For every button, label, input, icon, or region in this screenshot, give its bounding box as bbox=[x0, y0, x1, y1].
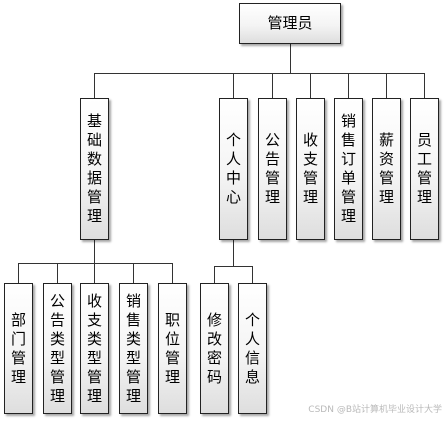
node-department-management: 部门管理 bbox=[4, 283, 33, 414]
connector bbox=[310, 73, 311, 98]
connector bbox=[233, 240, 234, 266]
node-label: 员工管理 bbox=[416, 131, 432, 206]
watermark: CSDN @B站计算机毕业设计大学 bbox=[308, 405, 442, 415]
connector bbox=[252, 266, 253, 283]
connector bbox=[348, 73, 349, 98]
node-label: 职位管理 bbox=[164, 310, 180, 386]
connector bbox=[18, 263, 19, 283]
node-salary-management: 薪资管理 bbox=[372, 98, 401, 240]
node-change-password: 修改密码 bbox=[200, 283, 229, 414]
node-label: 薪资管理 bbox=[378, 131, 394, 206]
connector bbox=[94, 263, 95, 283]
node-label: 销售订单管理 bbox=[340, 112, 356, 225]
connector bbox=[290, 44, 291, 73]
node-label: 管理员 bbox=[267, 14, 313, 32]
node-label: 销售类型管理 bbox=[125, 291, 141, 405]
connector bbox=[94, 73, 424, 74]
node-label: 公告管理 bbox=[264, 131, 280, 206]
node-sales-type-management: 销售类型管理 bbox=[119, 283, 148, 414]
node-label: 公告类型管理 bbox=[49, 291, 65, 405]
node-label: 基础数据管理 bbox=[86, 112, 102, 225]
node-personal-info: 个人信息 bbox=[238, 283, 267, 414]
connector bbox=[57, 263, 58, 283]
node-label: 个人中心 bbox=[225, 131, 241, 206]
node-position-management: 职位管理 bbox=[158, 283, 187, 414]
connector bbox=[424, 73, 425, 98]
node-basic-data-management: 基础数据管理 bbox=[80, 98, 109, 240]
connector bbox=[133, 263, 134, 283]
connector bbox=[386, 73, 387, 98]
connector bbox=[214, 266, 215, 283]
node-root-admin: 管理员 bbox=[239, 3, 341, 44]
node-announcement-management: 公告管理 bbox=[258, 98, 287, 240]
node-label: 修改密码 bbox=[206, 310, 222, 386]
node-finance-type-management: 收支类型管理 bbox=[80, 283, 109, 414]
node-employee-management: 员工管理 bbox=[410, 98, 439, 240]
connector bbox=[172, 263, 173, 283]
node-label: 个人信息 bbox=[244, 310, 260, 386]
connector bbox=[272, 73, 273, 98]
node-sales-order-management: 销售订单管理 bbox=[334, 98, 363, 240]
node-label: 部门管理 bbox=[10, 310, 26, 386]
node-notice-type-management: 公告类型管理 bbox=[43, 283, 72, 414]
connector bbox=[94, 240, 95, 263]
connector bbox=[18, 263, 172, 264]
node-label: 收支管理 bbox=[302, 131, 318, 206]
node-finance-management: 收支管理 bbox=[296, 98, 325, 240]
node-label: 收支类型管理 bbox=[86, 291, 102, 405]
node-personal-center: 个人中心 bbox=[219, 98, 248, 240]
connector bbox=[233, 73, 234, 98]
connector bbox=[214, 266, 252, 267]
connector bbox=[94, 73, 95, 98]
